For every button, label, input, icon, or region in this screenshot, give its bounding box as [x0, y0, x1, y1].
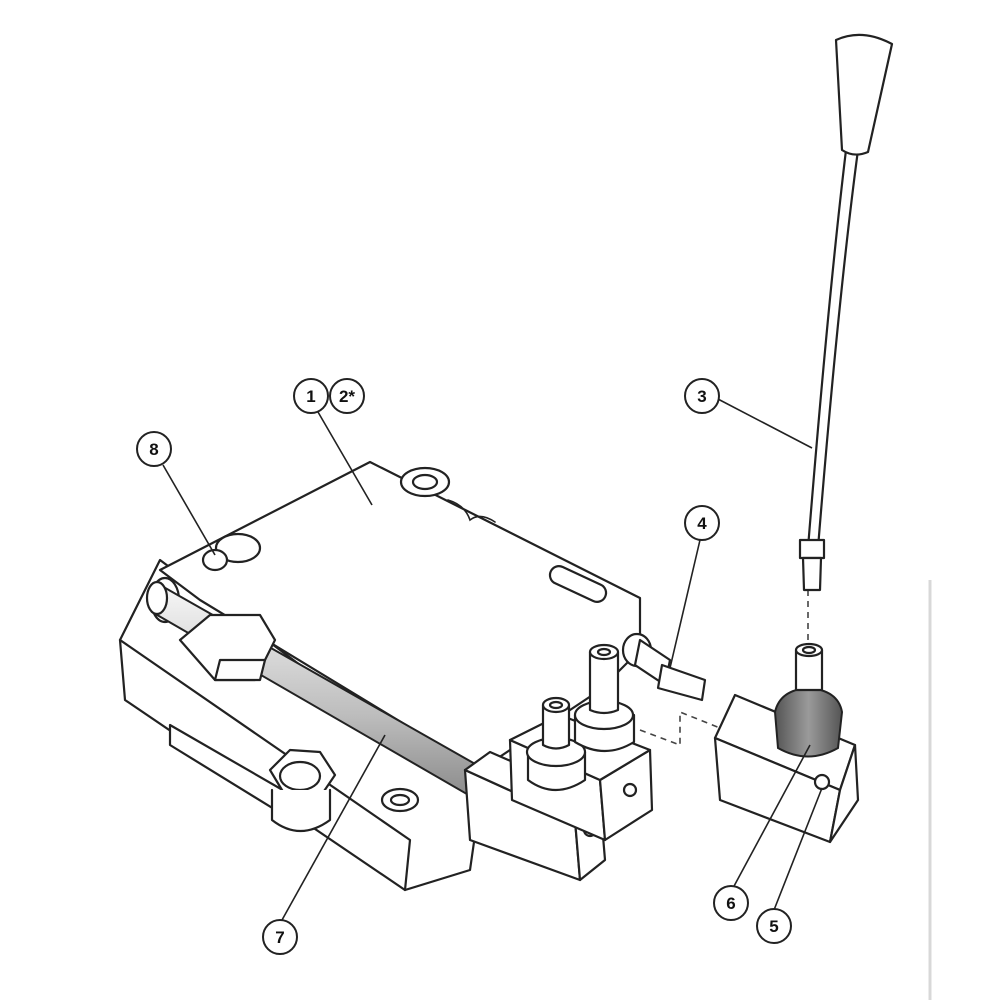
- callout-7: 7: [262, 919, 298, 955]
- svg-text:8: 8: [149, 440, 158, 459]
- control-lever: [798, 33, 894, 592]
- spool-stem-a: [525, 696, 587, 791]
- svg-text:3: 3: [697, 387, 706, 406]
- leader-1: [317, 411, 373, 506]
- linkage-path: [639, 710, 721, 747]
- boot: [773, 642, 844, 758]
- leader-6: [732, 744, 811, 889]
- svg-text:6: 6: [726, 894, 735, 913]
- tube-bracket: [178, 613, 277, 682]
- svg-text:2*: 2*: [339, 387, 355, 406]
- hex-fitting: [621, 632, 707, 702]
- leader-3: [715, 397, 813, 449]
- spool-stem-b: [573, 643, 636, 752]
- svg-text:7: 7: [275, 928, 284, 947]
- leader-5: [773, 787, 823, 911]
- callout-3: 3: [684, 378, 720, 414]
- leader-7: [281, 734, 386, 921]
- svg-text:5: 5: [769, 917, 778, 936]
- callout-8: 8: [136, 431, 172, 467]
- svg-text:4: 4: [697, 514, 707, 533]
- leader-8: [162, 464, 216, 556]
- callout-4: 4: [684, 505, 720, 541]
- hex-port-plug: [268, 748, 337, 832]
- callout-6: 6: [713, 885, 749, 921]
- callout-5: 5: [756, 908, 792, 944]
- svg-text:1: 1: [306, 387, 315, 406]
- leader-4: [669, 539, 701, 669]
- callout-2: 2*: [329, 378, 365, 414]
- callout-1: 1: [293, 378, 329, 414]
